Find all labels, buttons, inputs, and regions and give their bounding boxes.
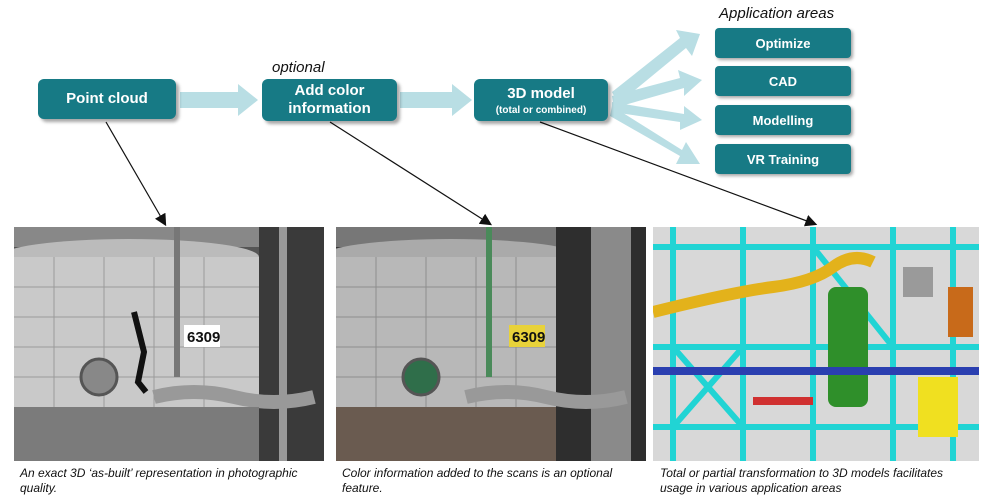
colored-scan-image: 6309	[336, 227, 646, 461]
connector-line-1	[105, 121, 167, 227]
app-modelling: Modelling	[715, 105, 851, 135]
connector-line-2	[329, 121, 493, 226]
add-color-label: Add color information	[288, 82, 371, 117]
add-color-box: Add color information	[262, 79, 397, 121]
tank-number-1: 6309	[187, 329, 220, 346]
point-cloud-box: Point cloud	[38, 79, 176, 119]
model-box: 3D model (total or combined)	[474, 79, 608, 121]
connector-line-3	[539, 121, 818, 227]
optional-label: optional	[272, 59, 325, 76]
caption-color: Color information added to the scans is …	[342, 466, 613, 495]
model-sub-label: (total or combined)	[495, 104, 587, 116]
point-cloud-label: Point cloud	[66, 90, 148, 107]
caption-point-cloud: An exact 3D ‘as-built’ representation in…	[20, 466, 298, 495]
flow-arrow-2	[400, 84, 472, 116]
app-areas-title: Application areas	[719, 5, 835, 22]
app-vr-training: VR Training	[715, 144, 851, 174]
3d-model-image	[653, 227, 979, 461]
app-cad: CAD	[715, 66, 851, 96]
tank-number-2: 6309	[512, 329, 545, 346]
point-cloud-image: 6309	[14, 227, 324, 461]
fan-arrows	[610, 30, 702, 164]
app-optimize: Optimize	[715, 28, 851, 58]
model-label: 3D model	[507, 84, 575, 102]
caption-3d-model: Total or partial transformation to 3D mo…	[660, 466, 944, 495]
flow-arrow-1	[180, 84, 258, 116]
